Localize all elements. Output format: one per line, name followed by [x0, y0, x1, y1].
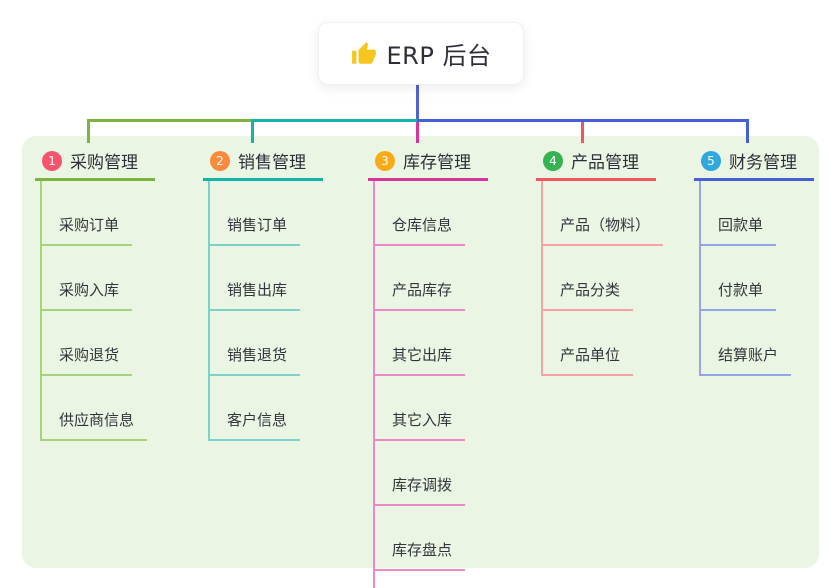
child-node-label: 销售订单 [227, 216, 288, 234]
child-node[interactable]: 销售出库 [210, 246, 301, 311]
child-node[interactable]: 客户信息 [210, 376, 301, 441]
child-node[interactable]: 供应商信息 [42, 376, 148, 441]
child-node[interactable]: 库存盘点 [375, 506, 466, 571]
child-node[interactable]: 库存调拨 [375, 441, 466, 506]
child-node-label: 供应商信息 [59, 411, 135, 429]
child-node[interactable]: 结算账户 [701, 311, 792, 376]
connector-root-stem [416, 83, 419, 122]
branch-column-5: 5 财务管理 回款单 付款单 结算账户 [694, 146, 814, 376]
connector-bus-segment-3 [417, 119, 749, 122]
branch-node-label: 财务管理 [729, 153, 797, 173]
child-node[interactable]: 采购退货 [42, 311, 133, 376]
branch-children: 回款单 付款单 结算账户 [699, 181, 792, 376]
branch-node-label: 采购管理 [70, 153, 138, 173]
child-node[interactable]: 其它出库 [375, 311, 466, 376]
child-node[interactable]: 产品（物料） [543, 181, 664, 246]
child-node[interactable]: 产品分类 [543, 246, 634, 311]
branch-column-4: 4 产品管理 产品（物料） 产品分类 产品单位 [536, 146, 664, 376]
child-node-label: 产品（物料） [560, 216, 651, 234]
child-node-label: 库存盘点 [392, 541, 453, 559]
child-node-label: 其它出库 [392, 346, 453, 364]
branch-children: 产品（物料） 产品分类 产品单位 [541, 181, 664, 376]
child-node-label: 仓库信息 [392, 216, 453, 234]
child-node-label: 产品分类 [560, 281, 621, 299]
child-node[interactable]: 销售退货 [210, 311, 301, 376]
child-node-label: 采购入库 [59, 281, 120, 299]
branch-number-badge: 5 [701, 150, 721, 171]
branch-node-2[interactable]: 2 销售管理 [203, 146, 323, 181]
child-node[interactable]: 其它入库 [375, 376, 466, 441]
branch-number-badge: 3 [375, 150, 395, 171]
branch-node-1[interactable]: 1 采购管理 [35, 146, 155, 181]
child-node-label: 其它入库 [392, 411, 453, 429]
branches-panel [22, 136, 819, 568]
branch-number-badge: 4 [543, 150, 563, 171]
child-node[interactable]: 销售订单 [210, 181, 301, 246]
child-node[interactable]: 产品库存 [375, 246, 466, 311]
child-node[interactable]: 回款单 [701, 181, 777, 246]
child-node-label: 库存调拨 [392, 476, 453, 494]
branch-node-4[interactable]: 4 产品管理 [536, 146, 656, 181]
thumbs-up-icon [351, 41, 377, 67]
child-node-label: 采购退货 [59, 346, 120, 364]
branch-children: 销售订单 销售出库 销售退货 客户信息 [208, 181, 301, 441]
branch-node-label: 库存管理 [403, 153, 471, 173]
child-node-label: 产品库存 [392, 281, 453, 299]
child-node-label: 回款单 [718, 216, 764, 234]
branch-node-5[interactable]: 5 财务管理 [694, 146, 814, 181]
child-node[interactable]: 采购订单 [42, 181, 133, 246]
branch-children: 仓库信息 产品库存 其它出库 其它入库 库存调拨 库存盘点 出库库明细 [373, 181, 480, 588]
child-node-label: 销售出库 [227, 281, 288, 299]
child-node-label: 采购订单 [59, 216, 120, 234]
branch-children: 采购订单 采购入库 采购退货 供应商信息 [40, 181, 148, 441]
branch-column-3: 3 库存管理 仓库信息 产品库存 其它出库 其它入库 库存调拨 库存盘点 出库库… [368, 146, 488, 588]
branch-node-3[interactable]: 3 库存管理 [368, 146, 488, 181]
child-node-label: 结算账户 [718, 346, 779, 364]
root-node[interactable]: ERP 后台 [318, 22, 524, 85]
branch-node-label: 产品管理 [571, 153, 639, 173]
branch-number-badge: 1 [42, 150, 62, 171]
connector-bus-segment-1 [87, 119, 252, 122]
child-node[interactable]: 仓库信息 [375, 181, 466, 246]
child-node-label: 销售退货 [227, 346, 288, 364]
branch-column-1: 1 采购管理 采购订单 采购入库 采购退货 供应商信息 [35, 146, 155, 441]
root-node-label: ERP 后台 [386, 42, 492, 70]
child-node[interactable]: 产品单位 [543, 311, 634, 376]
branch-node-label: 销售管理 [238, 153, 306, 173]
branch-number-badge: 2 [210, 150, 230, 171]
child-node-label: 客户信息 [227, 411, 288, 429]
connector-bus-segment-2 [252, 119, 417, 122]
child-node-label: 产品单位 [560, 346, 621, 364]
child-node[interactable]: 采购入库 [42, 246, 133, 311]
child-node-label: 付款单 [718, 281, 764, 299]
child-node[interactable]: 出库库明细 [375, 571, 480, 588]
branch-column-2: 2 销售管理 销售订单 销售出库 销售退货 客户信息 [203, 146, 323, 441]
child-node[interactable]: 付款单 [701, 246, 777, 311]
